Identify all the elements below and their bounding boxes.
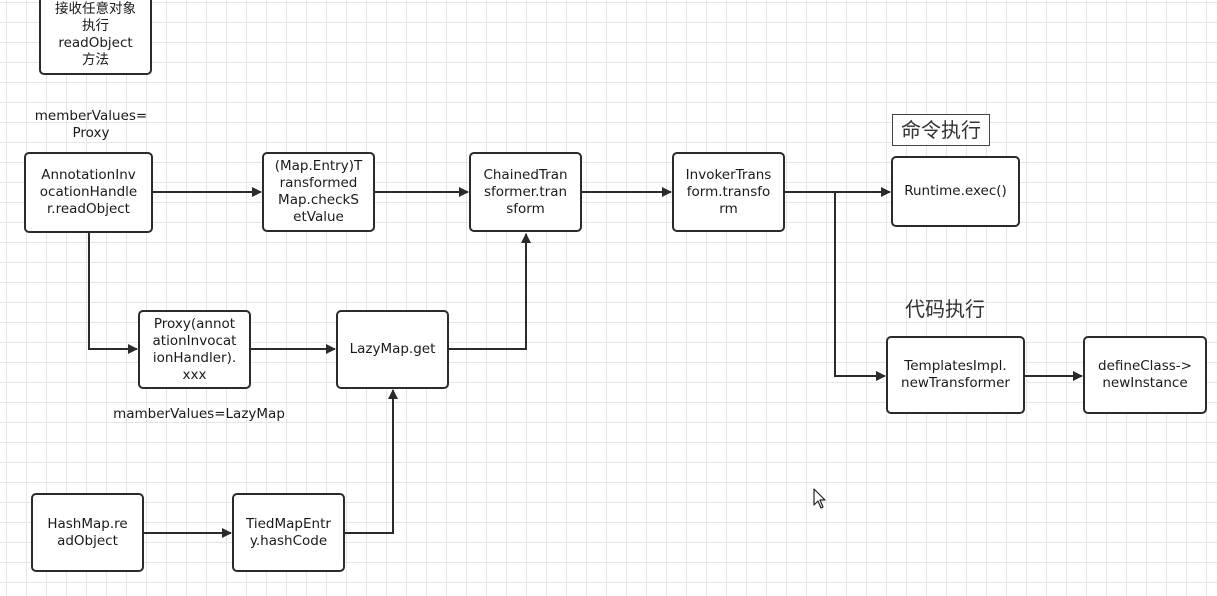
node-proxy-annotation-handler[interactable]: Proxy(annot ationInvocat ionHandler). xx… [138, 310, 251, 389]
edge-aih-to-proxy [88, 233, 138, 354]
node-chained-transformer[interactable]: ChainedTran sformer.tran sform [469, 152, 582, 232]
node-annotation-invocation-handler[interactable]: AnnotationInv ocationHandle r.readObject [24, 152, 153, 233]
label-membervalues-lazymap: mamberValues=LazyMap [113, 406, 285, 422]
node-transformed-map-checksetvalue[interactable]: (Map.Entry)T ransformed Map.checkS etVal… [262, 152, 375, 232]
mouse-cursor-icon [813, 488, 826, 509]
node-arbitrary-object-readobject[interactable]: 接收任意对象 执行 readObject 方法 [39, 0, 152, 75]
label-membervalues-proxy: memberValues= Proxy [34, 108, 148, 141]
node-hashmap-readobject[interactable]: HashMap.re adObject [31, 493, 144, 572]
title-code-execution: 代码执行 [905, 297, 985, 321]
node-templatesimpl-newtransformer[interactable]: TemplatesImpl. newTransformer [886, 336, 1025, 414]
node-tiedmapentry-hashcode[interactable]: TiedMapEntr y.hashCode [232, 493, 345, 572]
node-runtime-exec[interactable]: Runtime.exec() [891, 156, 1020, 227]
edge-invoker-to-templates [834, 192, 886, 381]
edge-tiedmap-to-lazymap [345, 389, 398, 534]
node-invoker-transformer[interactable]: InvokerTrans form.transfo rm [672, 152, 785, 232]
edge-lazymap-to-chained [449, 233, 531, 350]
title-command-execution: 命令执行 [892, 114, 990, 146]
node-lazymap-get[interactable]: LazyMap.get [336, 310, 449, 389]
node-defineclass-newinstance[interactable]: defineClass-> newInstance [1083, 336, 1207, 414]
